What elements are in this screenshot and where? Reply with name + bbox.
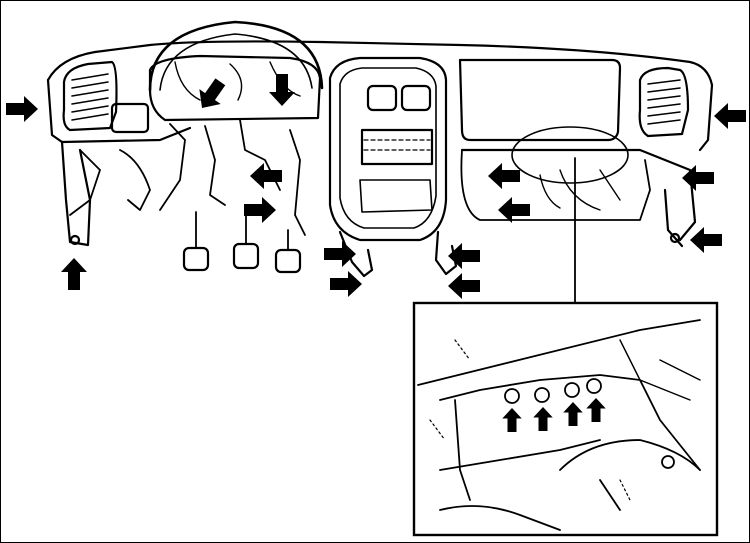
center-vent-left	[366, 84, 398, 112]
inset-bracket-edge	[439, 374, 701, 471]
detail-inset	[412, 301, 719, 537]
solid-arrow-icon	[324, 241, 356, 267]
inset-bolt-1	[504, 388, 520, 404]
left-leg-support	[60, 140, 92, 247]
solid-arrow-icon	[6, 96, 38, 122]
solid-arrow-icon	[330, 271, 362, 297]
inset-panel-top	[417, 319, 701, 386]
left-vent-louvers	[71, 73, 109, 121]
center-panel-lines	[363, 139, 431, 151]
inset-clip	[661, 455, 675, 469]
solid-arrow-icon	[269, 74, 295, 106]
solid-arrow-icon	[448, 273, 480, 299]
glovebox-lower-frame	[460, 149, 651, 221]
center-console-frame	[328, 56, 448, 242]
brake-pedal	[182, 246, 210, 272]
dash-lower-right-edge	[460, 148, 697, 242]
solid-arrow-icon	[690, 227, 722, 253]
detail-callout-ellipse	[511, 126, 629, 184]
left-air-vent	[62, 60, 118, 132]
inset-bolt-2	[534, 387, 550, 403]
glovebox-opening	[458, 58, 622, 142]
inset-bracket-body	[439, 399, 601, 501]
steering-wheel-rim-inner	[159, 33, 313, 91]
detail-inset-drawing	[417, 319, 701, 531]
left-switch-panel	[110, 102, 150, 134]
solid-arrow-icon	[61, 258, 87, 290]
center-console-inner	[339, 67, 437, 229]
dash-left-end	[46, 78, 64, 144]
solid-arrow-icon	[714, 103, 746, 129]
lower-console-box	[359, 179, 433, 213]
inset-bolt-3	[564, 382, 580, 398]
center-panel	[360, 128, 434, 166]
inset-lower-structure	[439, 439, 701, 531]
solid-arrow-icon	[191, 74, 232, 116]
inset-side-panel	[619, 339, 701, 401]
inset-texture	[429, 339, 631, 501]
accelerator-pedal	[274, 248, 302, 274]
clutch-pedal	[232, 242, 260, 270]
detail-inset-frame	[412, 301, 719, 537]
dashboard-outline	[46, 20, 714, 303]
dash-right-end	[698, 83, 714, 152]
center-vent-right	[400, 84, 432, 112]
right-air-vent	[638, 66, 690, 138]
instrument-cluster-hood	[148, 54, 322, 122]
left-leg-bolt	[69, 234, 81, 246]
dash-top-edge	[46, 40, 714, 87]
solid-arrow-icon	[244, 197, 276, 223]
dash-lower-left-edge	[60, 126, 192, 144]
left-under-dash-wiring	[69, 149, 151, 216]
solid-arrow-icon	[488, 163, 520, 189]
right-lower-bolt	[669, 232, 681, 244]
right-vent-louvers	[647, 79, 681, 125]
inset-bolt-4	[586, 378, 602, 394]
steering-wheel-rim	[148, 20, 324, 92]
steering-column-mechanism	[159, 119, 306, 236]
